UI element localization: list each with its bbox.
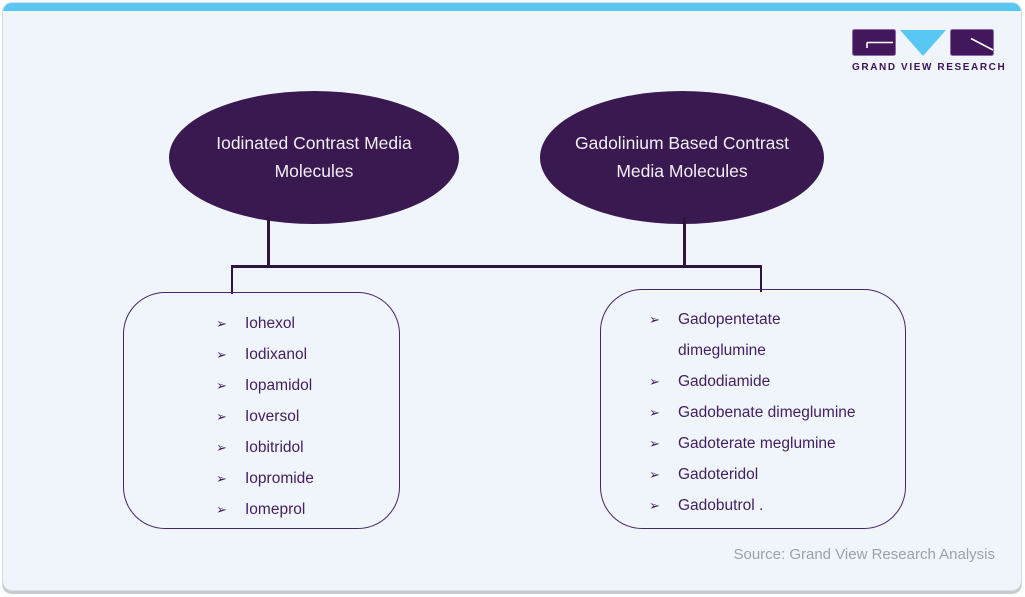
- connector-drop-left: [231, 265, 233, 294]
- connector-stem-left: [267, 217, 270, 267]
- list-item: ➢ Gadodiamide: [649, 366, 897, 397]
- arrow-bullet-icon: ➢: [216, 440, 227, 455]
- list-item-label: Iopromide: [245, 470, 314, 487]
- node-label: Gadolinium Based Contrast Media Molecule…: [575, 133, 789, 181]
- arrow-bullet-icon: ➢: [649, 374, 660, 389]
- list-item: ➢ Gadoteridol: [649, 459, 897, 490]
- list-item-label: Gadoteridol: [678, 466, 759, 483]
- arrow-bullet-icon: ➢: [216, 347, 227, 362]
- arrow-bullet-icon: ➢: [216, 502, 227, 517]
- list-item-label: Iohexol: [245, 315, 295, 332]
- arrow-bullet-icon: ➢: [216, 471, 227, 486]
- arrow-bullet-icon: ➢: [216, 378, 227, 393]
- list-item: ➢ Iopamidol: [216, 370, 391, 401]
- list-box-iodinated: ➢ Iohexol ➢ Iodixanol ➢ Iopamidol ➢ Ioversol…: [123, 292, 400, 529]
- iodinated-list: ➢ Iohexol ➢ Iodixanol ➢ Iopamidol ➢ Ioversol…: [124, 293, 399, 525]
- list-item-label: Gadoterate meglumine: [678, 435, 836, 452]
- list-item-label: Iobitridol: [245, 439, 304, 456]
- list-item-label: Iopamidol: [245, 377, 313, 394]
- arrow-bullet-icon: ➢: [649, 312, 660, 327]
- gvr-logo-icon: [852, 29, 994, 56]
- list-item: ➢ Gadobutrol .: [649, 490, 897, 521]
- list-item-label: Iomeprol: [245, 501, 306, 518]
- list-item: ➢ Iopromide: [216, 463, 391, 494]
- list-item: ➢ Iodixanol: [216, 339, 391, 370]
- connector-horizontal: [231, 265, 762, 268]
- node-iodinated-contrast-media: Iodinated Contrast Media Molecules: [169, 91, 459, 224]
- list-item-label: Gadodiamide: [678, 373, 771, 390]
- list-item-label: Ioversol: [245, 408, 300, 425]
- gvr-logo: GRAND VIEW RESEARCH: [852, 29, 1007, 73]
- list-item-label: Gadopentetate dimeglumine: [678, 311, 781, 359]
- list-item: ➢ Ioversol: [216, 401, 391, 432]
- list-item: ➢ Gadoterate meglumine: [649, 428, 897, 459]
- arrow-bullet-icon: ➢: [649, 498, 660, 513]
- top-accent-bar: [3, 3, 1021, 11]
- source-note: Source: Grand View Research Analysis: [733, 546, 995, 563]
- list-item: ➢ Iohexol: [216, 308, 391, 339]
- gvr-logo-text: GRAND VIEW RESEARCH: [852, 62, 1007, 73]
- list-item-label: Gadobenate dimeglumine: [678, 404, 856, 421]
- connector-drop-right: [760, 265, 762, 292]
- node-label: Iodinated Contrast Media Molecules: [216, 133, 412, 181]
- list-box-gadolinium: ➢Gadopentetate dimeglumine ➢Gadodiamide …: [600, 289, 906, 529]
- arrow-bullet-icon: ➢: [649, 436, 660, 451]
- list-item: ➢ Gadobenate dimeglumine: [649, 397, 897, 428]
- arrow-bullet-icon: ➢: [216, 316, 227, 331]
- list-item: ➢ Gadopentetate dimeglumine: [649, 304, 897, 366]
- arrow-bullet-icon: ➢: [216, 409, 227, 424]
- connector-stem-right: [683, 217, 686, 267]
- list-item: ➢ Iobitridol: [216, 432, 391, 463]
- arrow-bullet-icon: ➢: [649, 467, 660, 482]
- list-item: ➢ Iomeprol: [216, 494, 391, 525]
- list-item-label: Iodixanol: [245, 346, 308, 363]
- arrow-bullet-icon: ➢: [649, 405, 660, 420]
- gadolinium-list: ➢Gadopentetate dimeglumine ➢Gadodiamide …: [601, 290, 905, 521]
- list-item-label: Gadobutrol .: [678, 497, 764, 514]
- node-gadolinium-contrast-media: Gadolinium Based Contrast Media Molecule…: [540, 91, 824, 224]
